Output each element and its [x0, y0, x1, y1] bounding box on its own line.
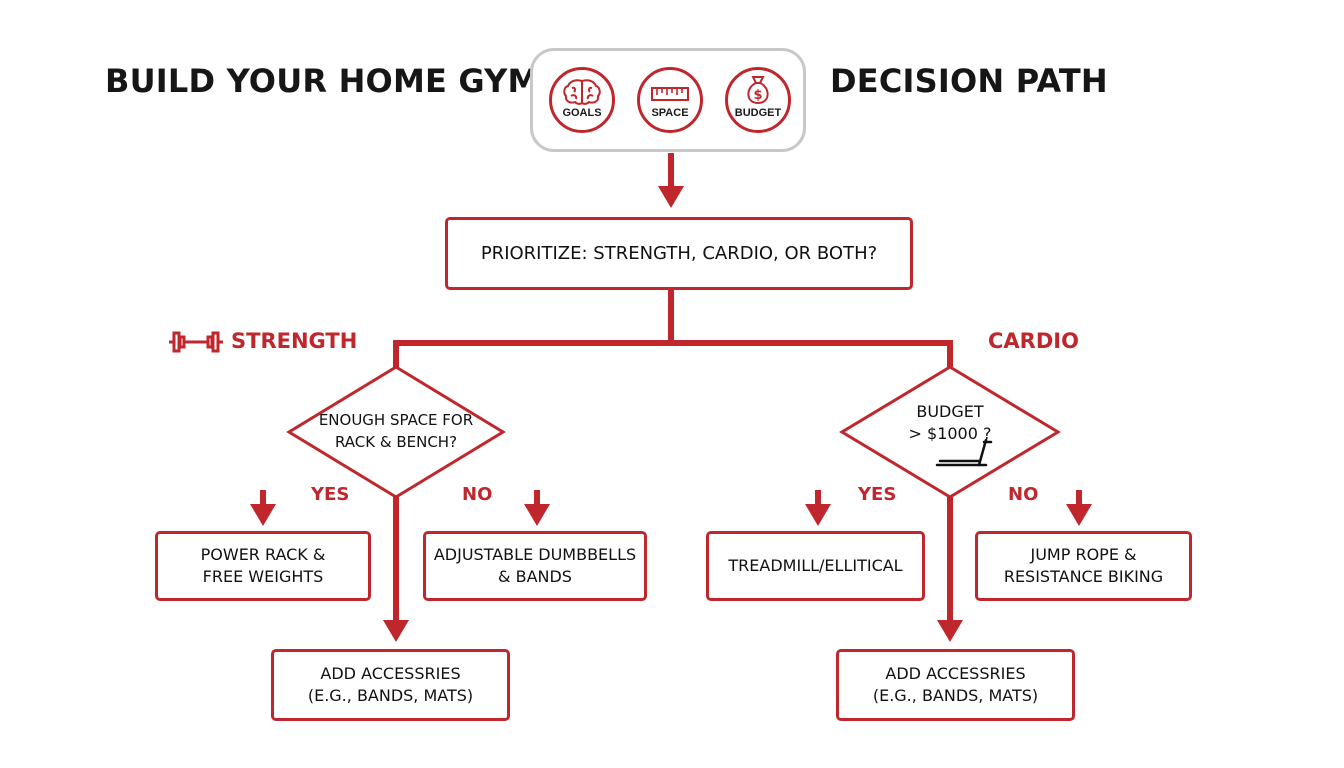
- cardio-yes-label: YES: [858, 484, 897, 505]
- cardio-question: BUDGET > $1000 ?: [850, 401, 1050, 445]
- dumbbells-line1: ADJUSTABLE DUMBBELLS: [433, 545, 637, 564]
- arrow-head: [383, 620, 409, 642]
- cardio-accessories-line2: (E.G., BANDS, MATS): [872, 686, 1039, 705]
- strength-question-line1: ENOUGH SPACE FOR: [318, 411, 474, 429]
- page-title-suffix: DECISION PATH: [830, 62, 1108, 100]
- budget-badge: $ BUDGET: [725, 67, 791, 133]
- dumbbells-line2: & BANDS: [498, 567, 572, 586]
- cardio-label: CARDIO: [988, 329, 1079, 353]
- cardio-no-label: NO: [1008, 484, 1039, 505]
- strength-question: ENOUGH SPACE FOR RACK & BENCH?: [296, 409, 496, 453]
- treadmill-line1: TREADMILL/ELLITICAL: [728, 556, 903, 575]
- arrow-head: [1066, 504, 1092, 526]
- treadmill-box: TREADMILL/ELLITICAL: [706, 531, 925, 601]
- jump-rope-line1: JUMP ROPE &: [1030, 545, 1137, 564]
- ruler-icon: [651, 87, 689, 101]
- money-bag-icon: $: [747, 76, 769, 105]
- space-badge: SPACE: [637, 67, 703, 133]
- jump-rope-line2: RESISTANCE BIKING: [1003, 567, 1164, 586]
- svg-text:$: $: [753, 88, 762, 103]
- goals-badge: GOALS: [549, 67, 615, 133]
- jump-rope-box: JUMP ROPE & RESISTANCE BIKING: [975, 531, 1192, 601]
- page-title: BUILD YOUR HOME GYM:: [105, 62, 553, 100]
- strength-label: STRENGTH: [231, 329, 358, 353]
- arrow-head: [805, 504, 831, 526]
- prioritize-box: PRIORITIZE: STRENGTH, CARDIO, OR BOTH?: [445, 217, 913, 290]
- prioritize-text: PRIORITIZE: STRENGTH, CARDIO, OR BOTH?: [480, 242, 878, 264]
- cardio-accessories-box: ADD ACCESSRIES (E.G., BANDS, MATS): [836, 649, 1075, 721]
- cardio-question-line1: BUDGET: [916, 402, 984, 421]
- factors-panel: GOALS SPACE $ BUDGET: [530, 48, 806, 152]
- line-branch: [393, 340, 953, 368]
- strength-yes-label: YES: [311, 484, 350, 505]
- goals-label: GOALS: [562, 107, 602, 119]
- strength-accessories-box: ADD ACCESSRIES (E.G., BANDS, MATS): [271, 649, 510, 721]
- power-rack-box: POWER RACK & FREE WEIGHTS: [155, 531, 371, 601]
- strength-no-label: NO: [462, 484, 493, 505]
- space-label: SPACE: [651, 107, 689, 119]
- cardio-accessories-line1: ADD ACCESSRIES: [885, 664, 1026, 683]
- cardio-decision-diamond: [839, 365, 1061, 499]
- strength-accessories-line2: (E.G., BANDS, MATS): [307, 686, 474, 705]
- strength-decision-diamond: [286, 365, 506, 499]
- arrow-head: [250, 504, 276, 526]
- brain-icon: [563, 79, 601, 105]
- treadmill-icon: [935, 438, 993, 467]
- arrow-head: [937, 620, 963, 642]
- dumbbells-box: ADJUSTABLE DUMBBELLS & BANDS: [423, 531, 647, 601]
- strength-question-line2: RACK & BENCH?: [334, 433, 458, 451]
- arrow-head: [658, 186, 684, 208]
- budget-label: BUDGET: [734, 107, 782, 119]
- dumbbell-icon: [169, 331, 223, 353]
- arrow-head: [524, 504, 550, 526]
- cardio-question-line2: > $1000 ?: [908, 424, 992, 443]
- power-rack-line1: POWER RACK &: [200, 545, 326, 564]
- strength-accessories-line1: ADD ACCESSRIES: [320, 664, 461, 683]
- power-rack-line2: FREE WEIGHTS: [202, 567, 324, 586]
